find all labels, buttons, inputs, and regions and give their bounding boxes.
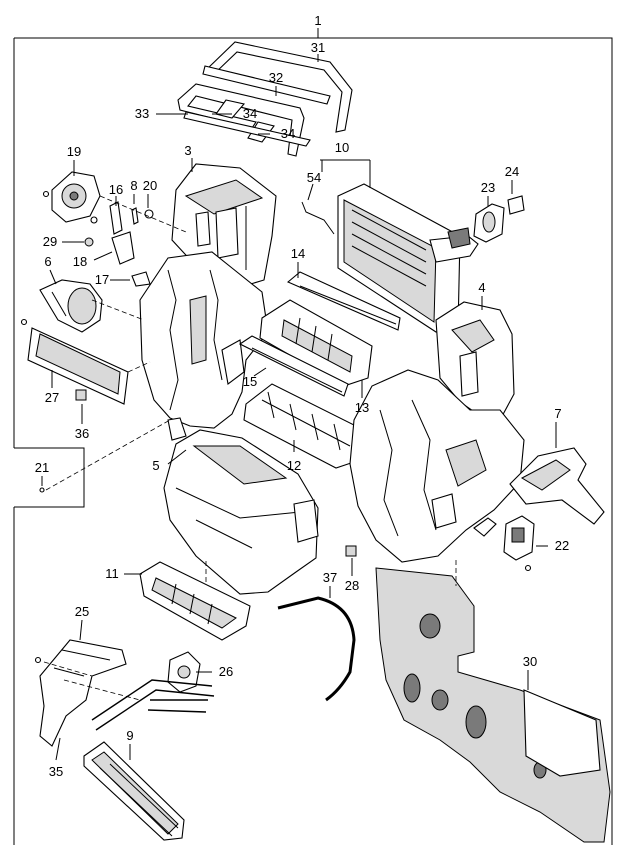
assembly-frame [13, 28, 613, 845]
part-22-actuator [473, 515, 535, 572]
linkage-parts [84, 201, 154, 287]
part-19-actuator [42, 171, 101, 223]
callout-18: 18 [73, 254, 87, 269]
callout-35: 35 [49, 764, 63, 779]
part-31-filter-frame [202, 41, 353, 133]
callout-19: 19 [67, 144, 81, 159]
part-30-insulation-pad [375, 567, 611, 843]
callout-7: 7 [554, 406, 561, 421]
part-6-blower-motor [39, 279, 103, 333]
callout-1: 1 [314, 13, 321, 28]
callout-25: 25 [75, 604, 89, 619]
callout-28: 28 [345, 578, 359, 593]
callout-32: 32 [269, 70, 283, 85]
callout-37: 37 [323, 570, 337, 585]
callout-24: 24 [505, 164, 519, 179]
callout-29: 29 [43, 234, 57, 249]
callout-12: 12 [287, 458, 301, 473]
part-25-pipe-bracket [34, 639, 127, 747]
leader-lines [41, 54, 557, 761]
part-4-right-case [435, 301, 515, 421]
part-5-lower-case [163, 429, 319, 595]
part-36-clip [75, 389, 87, 401]
callout-16: 16 [109, 182, 123, 197]
callout-34: 34 [243, 106, 257, 121]
part-23-expansion-valve [473, 195, 525, 243]
callout-15: 15 [243, 374, 257, 389]
part-13-door [259, 299, 373, 387]
callout-14: 14 [291, 246, 305, 261]
part-27-air-filter [20, 318, 129, 405]
callout-10: 10 [335, 140, 349, 155]
part-54-sensor [301, 201, 335, 235]
callout-6: 6 [44, 254, 51, 269]
part-2-left-housing [139, 251, 269, 441]
callout-22: 22 [555, 538, 569, 553]
callout-20: 20 [143, 178, 157, 193]
part-14-door [286, 271, 401, 331]
assembly-guide-lines [43, 195, 457, 701]
callout-4: 4 [478, 280, 485, 295]
callout-9: 9 [126, 728, 133, 743]
callout-34: 34 [281, 126, 295, 141]
callout-8: 8 [130, 178, 137, 193]
part-21-screw [39, 487, 45, 493]
callout-33: 33 [135, 106, 149, 121]
part-2-right-housing [349, 369, 525, 563]
callout-36: 36 [75, 426, 89, 441]
part-11-drain-tray [139, 561, 251, 641]
part-37-drain-hose [277, 596, 356, 702]
callout-5: 5 [152, 458, 159, 473]
part-26-pipe-clamp [167, 651, 201, 693]
part-15-door [238, 335, 349, 397]
callout-17: 17 [95, 272, 109, 287]
callout-3: 3 [184, 143, 191, 158]
part-9-heater-core [83, 679, 215, 841]
part-28-clip [345, 545, 357, 557]
callout-labels: 1 31 32 33 34 34 3 10 19 8 20 16 54 23 2… [35, 13, 569, 779]
part-37-drain-hose-inner [281, 603, 349, 697]
callout-30: 30 [523, 654, 537, 669]
callout-11: 11 [105, 566, 119, 581]
callout-31: 31 [311, 40, 325, 55]
callout-21: 21 [35, 460, 49, 475]
callout-13: 13 [355, 400, 369, 415]
callout-26: 26 [219, 664, 233, 679]
part-7-duct [509, 447, 605, 525]
callout-23: 23 [481, 180, 495, 195]
callout-27: 27 [45, 390, 59, 405]
callout-54: 54 [307, 170, 321, 185]
